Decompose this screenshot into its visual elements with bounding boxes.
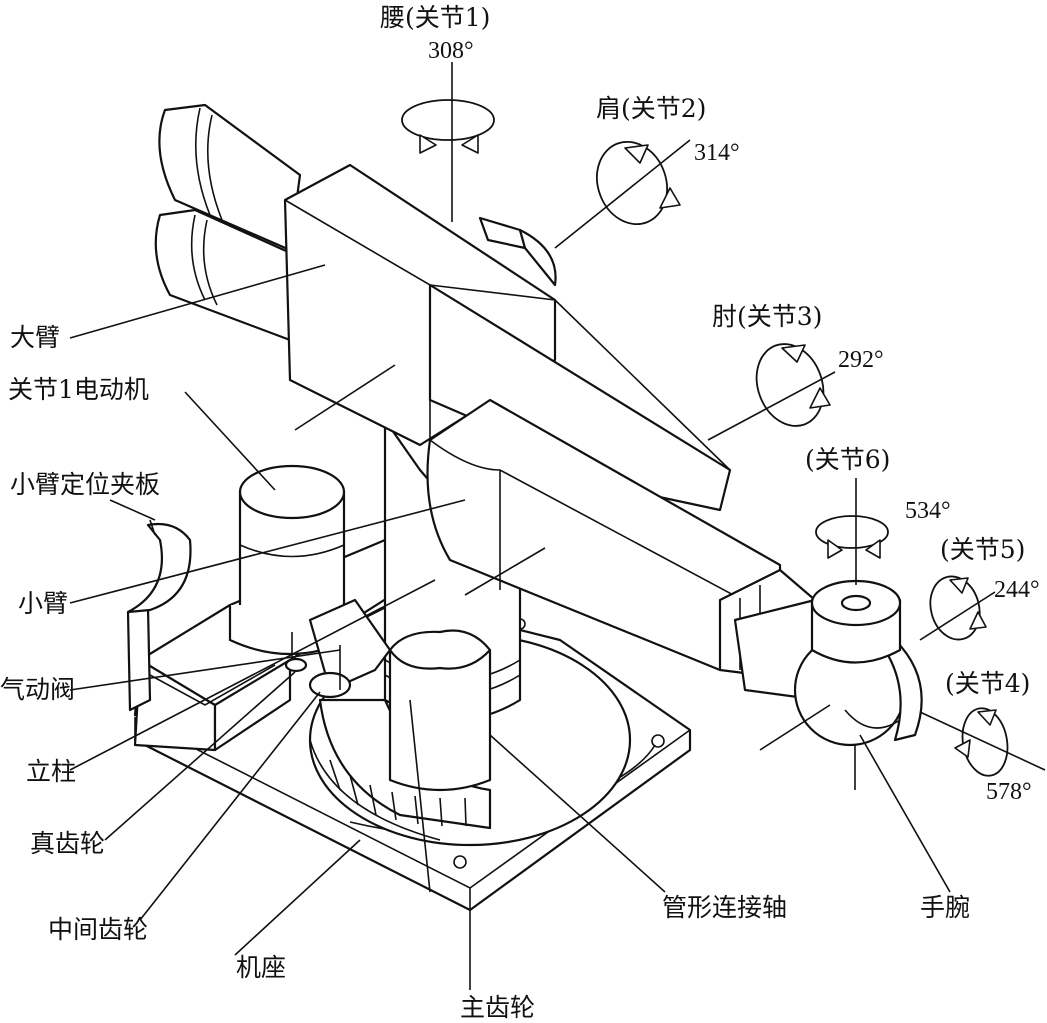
tubular-shaft — [388, 629, 492, 792]
waist-rotation-arrow — [401, 62, 495, 222]
shoulder-rotation-arrow — [554, 139, 691, 249]
label-elbow: 肘(关节3) — [712, 302, 822, 331]
upper-arm — [154, 103, 732, 512]
label-upper-arm: 大臂 — [10, 323, 60, 352]
label-shoulder: 肩(关节2) — [596, 94, 706, 123]
label-joint6: (关节6) — [805, 445, 890, 474]
label-joint6-deg: 534° — [905, 498, 951, 524]
label-waist-deg: 308° — [428, 38, 474, 64]
label-forearm-clamp: 小臂定位夹板 — [10, 470, 160, 499]
label-joint1-motor: 关节1电动机 — [8, 375, 149, 404]
label-forearm: 小臂 — [18, 589, 68, 618]
label-joint4: (关节4) — [945, 669, 1030, 698]
label-joint4-deg: 578° — [986, 779, 1032, 805]
wrist — [733, 579, 923, 747]
label-base: 机座 — [236, 953, 286, 982]
joint5-rotation-arrow — [919, 575, 996, 641]
leader-lines — [69, 264, 951, 990]
label-main-gear: 主齿轮 — [460, 993, 535, 1022]
label-true-gear: 真齿轮 — [30, 829, 105, 858]
label-waist: 腰(关节1) — [380, 3, 490, 32]
label-idler-gear: 中间齿轮 — [48, 915, 148, 944]
label-tubular-shaft: 管形连接轴 — [662, 893, 787, 922]
label-column: 立柱 — [26, 757, 76, 786]
label-joint5: (关节5) — [940, 535, 1025, 564]
label-elbow-deg: 292° — [838, 347, 884, 373]
joint4-rotation-arrow — [919, 707, 1046, 777]
joint6-rotation-arrow — [815, 478, 889, 585]
label-wrist: 手腕 — [920, 893, 970, 922]
label-shoulder-deg: 314° — [694, 140, 740, 166]
label-joint5-deg: 244° — [994, 577, 1040, 603]
label-pneumatic-valve: 气动阀 — [0, 675, 75, 704]
elbow-rotation-arrow — [707, 343, 836, 441]
